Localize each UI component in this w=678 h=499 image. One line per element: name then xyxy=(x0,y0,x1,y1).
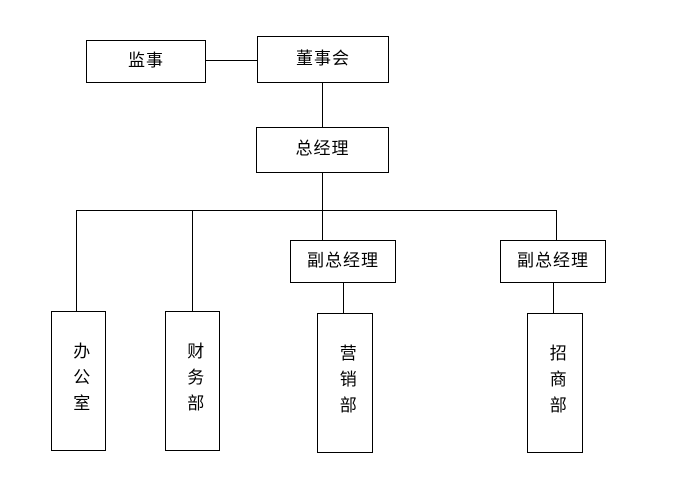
node-investment-department-label: 招商部 xyxy=(545,344,566,422)
node-office[interactable]: 办公室 xyxy=(51,311,106,451)
node-deputy-general-manager-left[interactable]: 副总经理 xyxy=(290,240,396,283)
node-deputy-general-manager-left-label: 副总经理 xyxy=(307,250,379,271)
node-supervisor[interactable]: 监事 xyxy=(86,40,206,83)
connector-bus-drop-finance xyxy=(192,210,194,311)
node-general-manager-label: 总经理 xyxy=(295,139,350,160)
connector-supervisor-to-board xyxy=(205,60,258,62)
node-supervisor-label: 监事 xyxy=(128,50,164,71)
connector-deputy-right-to-investment xyxy=(553,282,555,314)
node-investment-department[interactable]: 招商部 xyxy=(527,313,583,453)
node-deputy-general-manager-right[interactable]: 副总经理 xyxy=(500,240,606,283)
node-finance-department-label: 财务部 xyxy=(183,342,204,420)
connector-bus-drop-office xyxy=(76,210,78,311)
node-office-label: 办公室 xyxy=(69,342,90,420)
node-general-manager[interactable]: 总经理 xyxy=(256,127,389,173)
connector-bus-drop-deputy-right xyxy=(556,210,558,241)
connector-deputy-left-to-marketing xyxy=(343,282,345,314)
connector-distribution-bus xyxy=(76,210,557,212)
node-marketing-department[interactable]: 营销部 xyxy=(317,313,373,453)
node-finance-department[interactable]: 财务部 xyxy=(165,311,220,451)
node-board-of-directors-label: 董事会 xyxy=(296,48,350,69)
connector-board-to-general-manager xyxy=(322,82,324,127)
node-marketing-department-label: 营销部 xyxy=(335,344,356,422)
connector-bus-drop-deputy-left xyxy=(322,210,324,241)
node-deputy-general-manager-right-label: 副总经理 xyxy=(517,250,589,271)
node-board-of-directors[interactable]: 董事会 xyxy=(257,36,389,83)
connector-general-manager-stem xyxy=(322,172,324,211)
